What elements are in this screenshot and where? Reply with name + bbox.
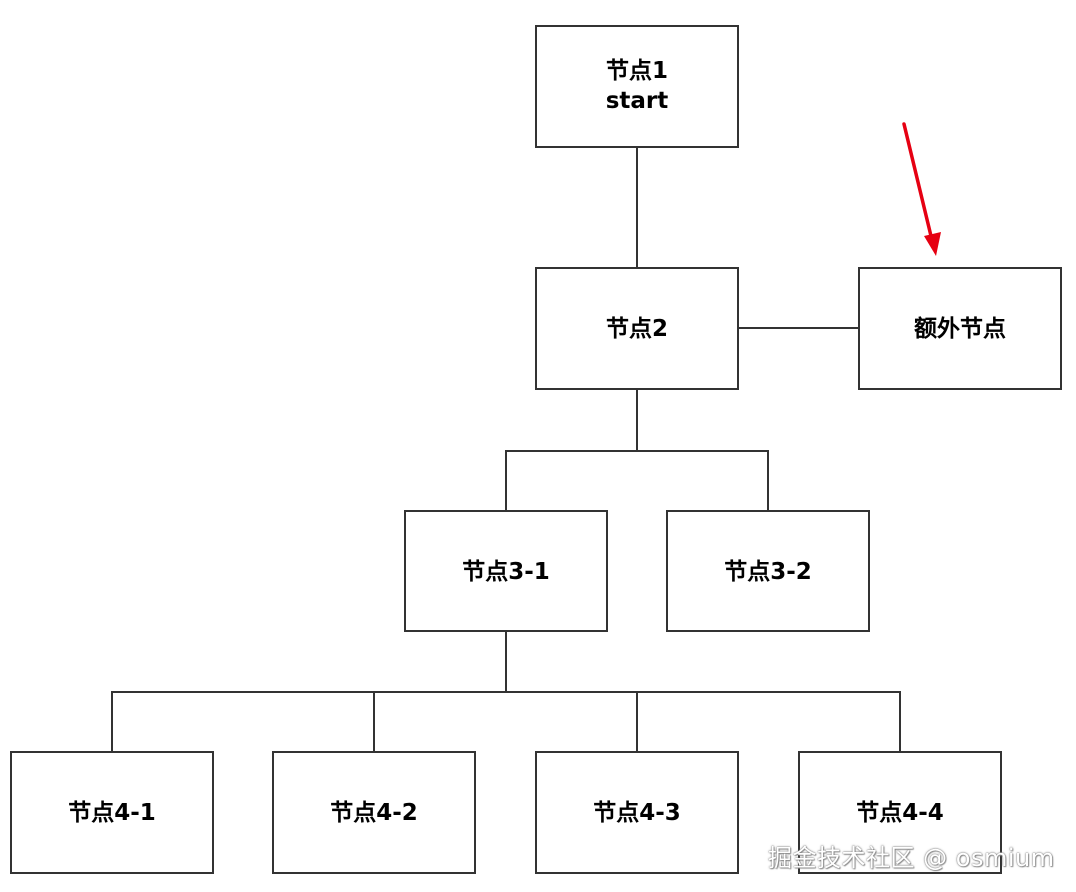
node-3-2-box [666, 510, 870, 632]
node-4-3-box [535, 751, 739, 874]
red-arrow-head [924, 232, 941, 256]
node-2: 节点2 [535, 267, 739, 390]
red-arrow-shaft [902, 122, 933, 238]
edge-level4-bus [111, 691, 901, 752]
extra-node-label: 额外节点 [914, 315, 1006, 342]
node-3-1: 节点3-1 [404, 510, 608, 632]
node-4-4: 节点4-4 [798, 751, 1002, 874]
node-2-box [535, 267, 739, 390]
node-4-1-box [10, 751, 214, 874]
node-4-3-label: 节点4-3 [593, 800, 681, 826]
node-4-4-label: 节点4-4 [856, 800, 944, 826]
node-1: 节点1 start [535, 25, 739, 148]
node-2-label: 节点2 [606, 316, 668, 342]
node-4-2-label: 节点4-2 [330, 800, 418, 826]
node-4-2-box [272, 751, 476, 874]
node-4-1-label: 节点4-1 [68, 800, 156, 826]
node-3-1-label: 节点3-1 [462, 559, 550, 585]
watermark: 掘金技术社区 @ osmium [768, 844, 1055, 872]
node-4-2: 节点4-2 [272, 751, 476, 874]
extra-node-box [858, 267, 1062, 390]
node-3-1-box [404, 510, 608, 632]
connectors [111, 147, 901, 752]
node-1-box [535, 25, 739, 148]
node-1-sublabel: start [606, 88, 669, 114]
node-3-2: 节点3-2 [666, 510, 870, 632]
extra-node: 额外节点 [858, 267, 1062, 390]
node-4-1: 节点4-1 [10, 751, 214, 874]
node-4-4-box [798, 751, 1002, 874]
red-arrow-icon [902, 122, 941, 256]
node-1-label: 节点1 [606, 58, 668, 84]
node-4-3: 节点4-3 [535, 751, 739, 874]
node-3-2-label: 节点3-2 [724, 559, 812, 585]
edge-level3-bus [505, 450, 769, 511]
